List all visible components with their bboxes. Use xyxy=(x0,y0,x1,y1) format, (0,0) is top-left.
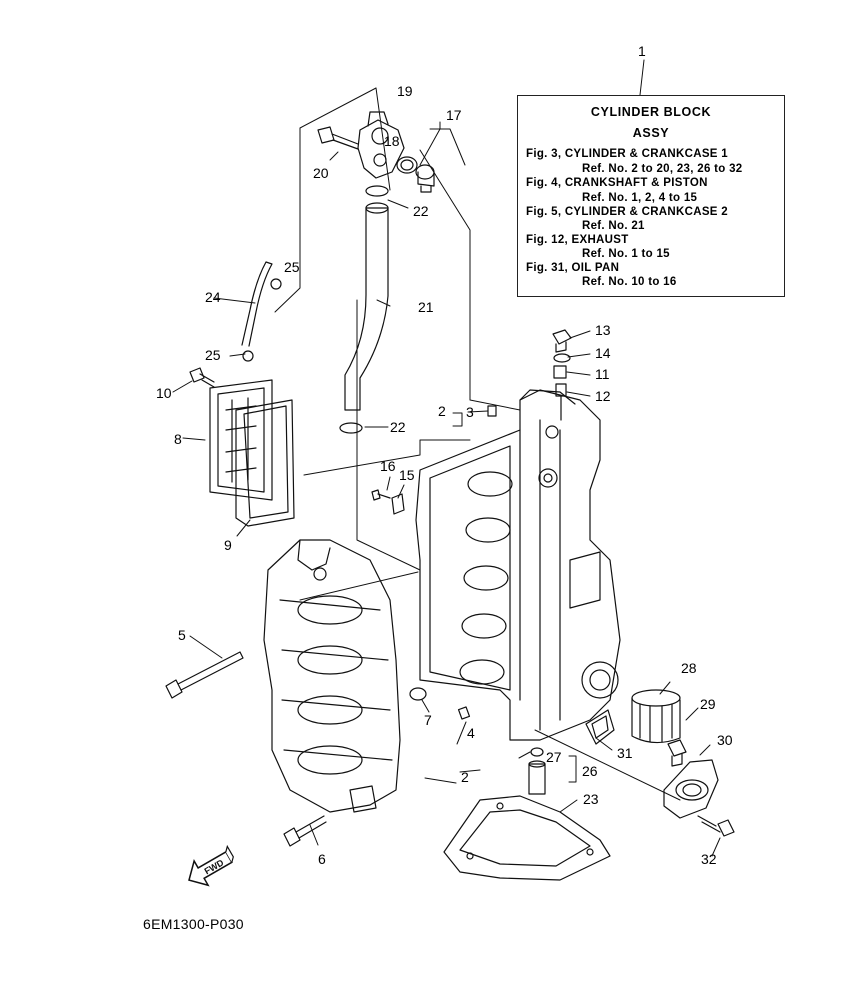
oil-pan-gasket-23 xyxy=(443,795,611,881)
crankcase xyxy=(263,539,401,813)
legend-line: Fig. 31, OIL PAN xyxy=(526,262,620,274)
callout-22-upper: 22 xyxy=(413,203,429,219)
callout-14: 14 xyxy=(595,345,611,361)
callout-21: 21 xyxy=(418,299,434,315)
legend-line: Ref. No. 10 to 16 xyxy=(582,276,677,288)
callout-17: 17 xyxy=(446,107,462,123)
o-ring-22-upper xyxy=(365,185,389,197)
legend-line: Ref. No. 1 to 15 xyxy=(582,248,670,260)
callout-20: 20 xyxy=(313,165,329,181)
callout-25-lower: 25 xyxy=(205,347,221,363)
thermostat-17 xyxy=(415,164,435,193)
callout-27: 27 xyxy=(546,749,562,765)
callout-30: 30 xyxy=(717,732,733,748)
oil-filter-28 xyxy=(631,689,681,744)
callout-16: 16 xyxy=(380,458,396,474)
sleeve-26 xyxy=(528,760,546,795)
callout-9: 9 xyxy=(224,537,232,553)
callout-31: 31 xyxy=(617,745,633,761)
o-ring-7 xyxy=(409,687,427,701)
union-29 xyxy=(667,739,687,767)
callout-11: 11 xyxy=(595,366,610,382)
o-ring-27 xyxy=(530,747,544,757)
gasket-31 xyxy=(585,709,615,745)
filter-bracket-30 xyxy=(663,759,719,819)
gasket-9 xyxy=(235,399,295,527)
leader-lines xyxy=(172,59,721,857)
callout-15: 15 xyxy=(399,467,415,483)
legend-title-2: ASSY xyxy=(632,126,670,140)
callout-24: 24 xyxy=(205,289,221,305)
callout-7: 7 xyxy=(424,712,432,728)
legend-line: Ref. No. 2 to 20, 23, 26 to 32 xyxy=(582,163,743,175)
collar-11 xyxy=(553,365,567,379)
callout-28: 28 xyxy=(681,660,697,676)
callout-12: 12 xyxy=(595,388,611,404)
plug-13 xyxy=(552,329,572,353)
legend-line: Fig. 12, EXHAUST xyxy=(526,234,629,246)
bolt-5 xyxy=(165,651,244,699)
callout-26: 26 xyxy=(582,763,598,779)
callout-22-lower: 22 xyxy=(390,419,406,435)
legend-line: Fig. 4, CRANKSHAFT & PISTON xyxy=(526,177,708,189)
callout-8: 8 xyxy=(174,431,182,447)
legend-box: CYLINDER BLOCK ASSY Fig. 3, CYLINDER & C… xyxy=(517,95,785,297)
anode-15 xyxy=(391,493,405,515)
callout-2-lower: 2 xyxy=(461,769,469,785)
thermostat-cover xyxy=(357,111,405,179)
callout-29: 29 xyxy=(700,696,716,712)
bolt-10 xyxy=(189,367,215,388)
callout-32: 32 xyxy=(701,851,717,867)
legend-line: Fig. 3, CYLINDER & CRANKCASE 1 xyxy=(526,148,728,160)
callout-10: 10 xyxy=(156,385,172,401)
callout-4: 4 xyxy=(467,725,475,741)
bolt-32 xyxy=(697,815,735,837)
dowel-3 xyxy=(487,405,497,417)
o-ring-22-lower xyxy=(339,422,363,434)
callout-25-upper: 25 xyxy=(284,259,300,275)
dowel-4 xyxy=(457,706,471,720)
water-pipe-21 xyxy=(344,207,389,411)
fwd-arrow-icon: FWD xyxy=(188,844,234,887)
callout-23: 23 xyxy=(583,791,599,807)
callout-18: 18 xyxy=(384,133,400,149)
bolt-6 xyxy=(283,815,327,847)
legend-line: Ref. No. 1, 2, 4 to 15 xyxy=(582,192,698,204)
callout-1: 1 xyxy=(638,43,646,59)
screw-12 xyxy=(555,383,567,421)
callout-13: 13 xyxy=(595,322,611,338)
clamp-25-upper xyxy=(270,278,282,290)
callout-3: 3 xyxy=(466,404,474,420)
clamp-25-lower xyxy=(242,350,254,362)
washer-14 xyxy=(553,353,571,363)
callout-6: 6 xyxy=(318,851,326,867)
cylinder-block xyxy=(415,389,621,741)
callout-19: 19 xyxy=(397,83,413,99)
hose-24 xyxy=(241,261,273,347)
callout-2-upper: 2 xyxy=(438,403,446,419)
drawing-code: 6EM1300-P030 xyxy=(143,916,244,932)
exhaust-cover-8 xyxy=(209,379,273,501)
callout-5: 5 xyxy=(178,627,186,643)
legend-line: Fig. 5, CYLINDER & CRANKCASE 2 xyxy=(526,206,728,218)
screw-16 xyxy=(371,489,391,501)
legend-title-1: CYLINDER BLOCK xyxy=(590,105,712,119)
bolt-20 xyxy=(317,126,359,150)
gasket-18 xyxy=(396,156,418,174)
legend-line: Ref. No. 21 xyxy=(582,220,645,232)
